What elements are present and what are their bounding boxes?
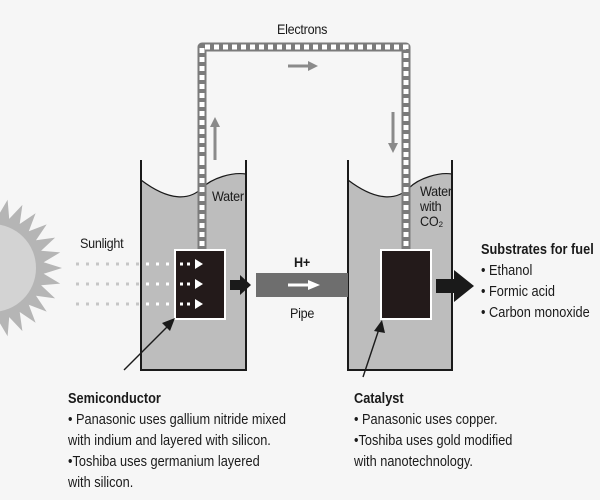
semiconductor-line: with indium and layered with silicon. (68, 433, 271, 449)
catalyst-line: •Toshiba uses gold modified (354, 433, 513, 449)
water-label-right: Water with CO₂ (420, 184, 452, 229)
water-right-line: CO₂ (420, 213, 443, 229)
wire-in-water (197, 160, 411, 252)
arrow-down-icon (388, 112, 398, 153)
water-label-left: Water (212, 188, 244, 204)
fuel-output-arrow-icon (436, 270, 474, 302)
electron-flow-arrows (210, 61, 398, 160)
substrates-title: Substrates for fuel (481, 242, 594, 258)
substrate-item: • Formic acid (481, 284, 555, 300)
water-right-line: with (420, 198, 442, 214)
electron-wire (197, 42, 411, 258)
arrow-up-icon (210, 117, 220, 160)
electrons-label: Electrons (277, 21, 328, 37)
arrow-right-black-icon (230, 275, 251, 295)
catalyst-electrode (380, 249, 432, 320)
substrates-block: Substrates for fuel • Ethanol • Formic a… (481, 240, 594, 324)
catalyst-block: Catalyst • Panasonic uses copper. •Toshi… (354, 389, 512, 473)
substrate-item: • Carbon monoxide (481, 305, 590, 321)
semiconductor-title: Semiconductor (68, 391, 161, 407)
proton-arrow-icon (288, 280, 320, 290)
substrate-item: • Ethanol (481, 263, 533, 279)
light-arrows-in-electrode (180, 259, 203, 309)
pipe-label: Pipe (290, 305, 315, 321)
sunlight-rays (76, 262, 178, 306)
sunlight-label: Sunlight (80, 235, 124, 251)
sun-core (0, 224, 36, 312)
catalyst-line: with nanotechnology. (354, 454, 473, 470)
semiconductor-line: •Toshiba uses germanium layered (68, 454, 260, 470)
catalyst-callout (362, 320, 385, 378)
catalyst-title: Catalyst (354, 391, 404, 407)
semiconductor-line: with silicon. (68, 475, 134, 491)
catalyst-line: • Panasonic uses copper. (354, 412, 498, 428)
water-right-line: Water (420, 183, 452, 199)
semiconductor-line: • Panasonic uses gallium nitride mixed (68, 412, 286, 428)
sun-icon (0, 199, 62, 337)
semiconductor-block: Semiconductor • Panasonic uses gallium n… (68, 389, 286, 494)
arrow-right-icon (288, 61, 318, 71)
h-plus-label: H+ (294, 254, 310, 270)
semiconductor-callout (123, 318, 175, 371)
